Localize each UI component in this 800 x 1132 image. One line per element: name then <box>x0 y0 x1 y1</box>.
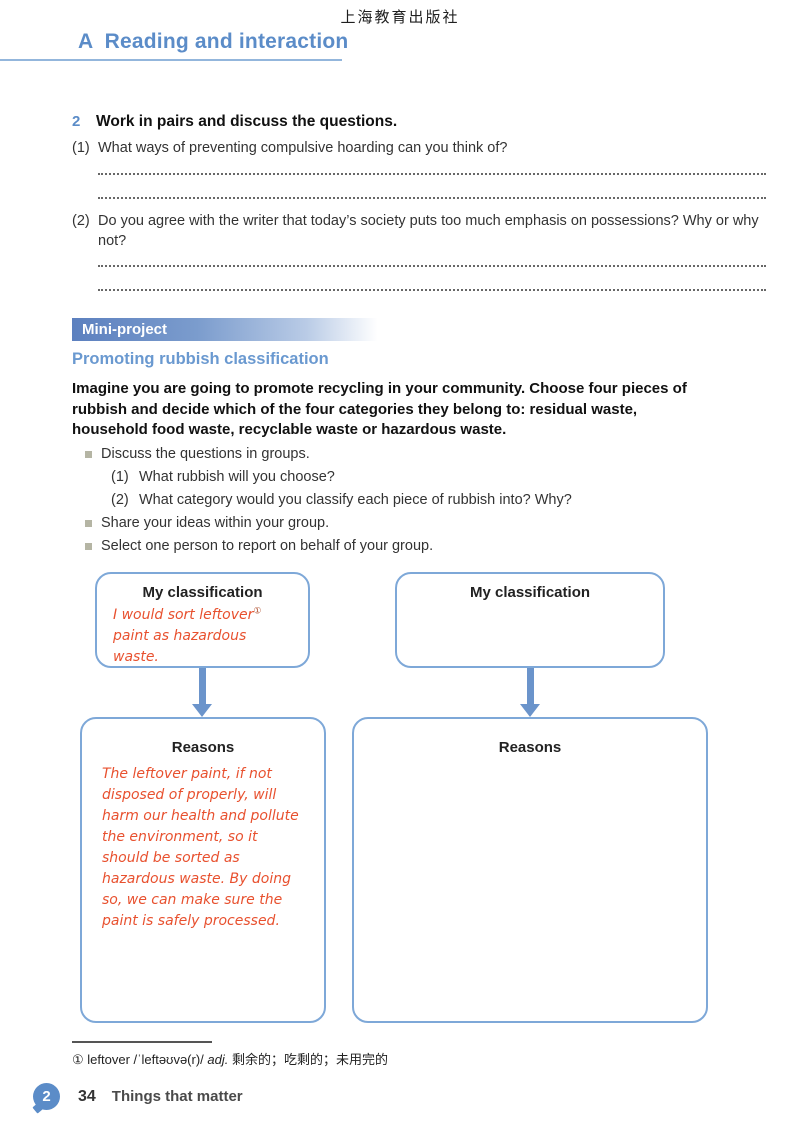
mini-project-banner: Mini-project <box>72 318 384 341</box>
footnote-marker: ① <box>72 1052 84 1067</box>
answer-line <box>98 197 766 199</box>
arrow-stem <box>526 668 534 704</box>
footnote: ① leftover /ˈleftəʊvə(r)/ adj. 剩余的；吃剩的；未… <box>72 1049 388 1068</box>
mini-project-instructions: Imagine you are going to promote recycli… <box>72 380 687 438</box>
section-header: A Reading and interaction <box>0 30 349 61</box>
publisher-header: 上海教育出版社 <box>340 8 460 26</box>
footnote-divider <box>72 1041 212 1043</box>
sub-question-2-number: (2) <box>111 492 129 508</box>
classification-box-right: My classification <box>395 572 665 668</box>
answer-line <box>98 173 766 175</box>
arrow-head <box>192 704 212 717</box>
footnote-part-of-speech: adj. <box>207 1052 229 1067</box>
footnote-phonetic: /ˈleftəʊvə(r)/ <box>133 1052 204 1067</box>
down-arrow-icon <box>519 668 541 717</box>
sub-question-2: (2) What category would you classify eac… <box>85 489 725 512</box>
classification-box-title: My classification <box>142 584 263 601</box>
square-bullet-icon <box>85 520 92 527</box>
reasons-example-text: The leftover paint, if not disposed of p… <box>102 766 299 929</box>
question-2-number: (2) <box>72 213 90 229</box>
question-1-text: What ways of preventing compulsive hoard… <box>98 140 508 156</box>
reasons-box-title: Reasons <box>498 739 562 756</box>
bullet-item-text: Share your ideas within your group. <box>101 515 330 531</box>
footnote-word: leftover <box>87 1052 130 1067</box>
answer-line <box>98 265 766 267</box>
classification-example-note: I would sort leftover① paint as hazardou… <box>97 601 308 668</box>
bullet-item-select: Select one person to report on behalf of… <box>85 535 725 558</box>
bullet-item-text: Discuss the questions in groups. <box>101 446 310 462</box>
page-footer: 2 34 Things that matter <box>33 1083 243 1110</box>
activity-title-row: 2 Work in pairs and discuss the question… <box>72 113 766 131</box>
question-1-number: (1) <box>72 140 90 156</box>
note-text: paint as hazardous waste. <box>113 628 247 665</box>
square-bullet-icon <box>85 451 92 458</box>
footnote-meaning: 剩余的；吃剩的；未用完的 <box>232 1053 389 1068</box>
classification-box-title: My classification <box>469 584 591 601</box>
arrow-stem <box>198 668 206 704</box>
bullet-item-text: Select one person to report on behalf of… <box>101 538 434 554</box>
bullet-item-discuss: Discuss the questions in groups. <box>85 443 725 466</box>
mini-project-bullet-list: Discuss the questions in groups. (1) Wha… <box>85 443 725 558</box>
mini-project-banner-label: Mini-project <box>82 321 167 338</box>
arrow-head <box>520 704 540 717</box>
question-1: (1) What ways of preventing compulsive h… <box>72 138 766 158</box>
sub-question-2-text: What category would you classify each pi… <box>139 492 572 508</box>
page-number: 34 <box>78 1087 96 1105</box>
classification-box-left: My classification I would sort leftover①… <box>95 572 310 668</box>
reasons-box-right: Reasons <box>352 717 708 1023</box>
sub-question-1-number: (1) <box>111 469 129 485</box>
sub-question-1: (1) What rubbish will you choose? <box>85 466 725 489</box>
down-arrow-icon <box>191 668 213 717</box>
activity-number: 2 <box>72 113 81 130</box>
reasons-box-left: Reasons The leftover paint, if not dispo… <box>80 717 326 1023</box>
question-2: (2) Do you agree with the writer that to… <box>72 211 766 251</box>
sub-question-1-text: What rubbish will you choose? <box>139 469 335 485</box>
unit-number-badge: 2 <box>33 1083 60 1110</box>
question-2-text: Do you agree with the writer that today’… <box>98 213 759 249</box>
note-text: I would sort leftover <box>113 607 254 623</box>
section-title: A Reading and interaction <box>78 30 349 53</box>
activity-2-block: 2 Work in pairs and discuss the question… <box>72 113 766 291</box>
reasons-box-title: Reasons <box>171 739 235 756</box>
activity-title: Work in pairs and discuss the questions. <box>96 113 398 130</box>
bullet-item-share: Share your ideas within your group. <box>85 512 725 535</box>
square-bullet-icon <box>85 543 92 550</box>
answer-line <box>98 289 766 291</box>
unit-title: Things that matter <box>111 1088 243 1105</box>
footnote-marker-superscript: ① <box>253 606 262 617</box>
mini-project-subtitle: Promoting rubbish classification <box>72 350 329 368</box>
